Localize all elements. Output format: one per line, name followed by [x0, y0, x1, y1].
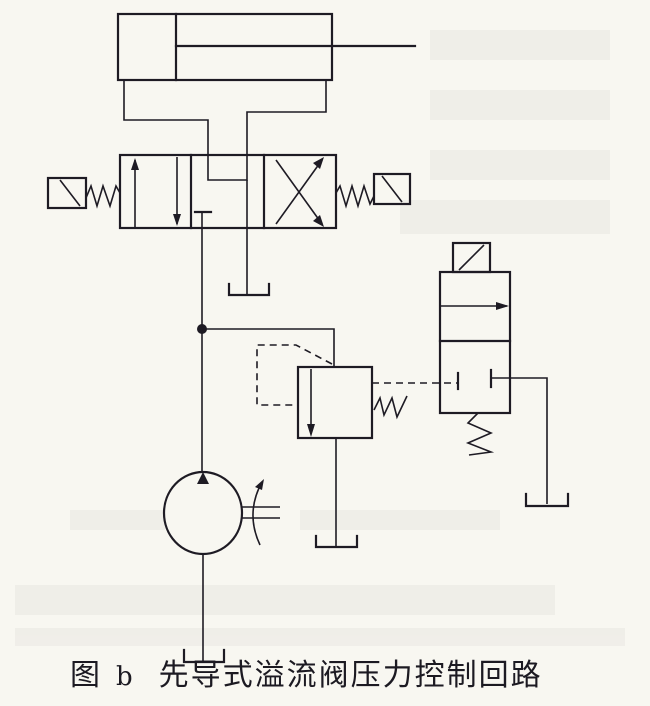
hydraulic-pump [162, 470, 280, 664]
figure-title: 先导式溢流阀压力控制回路 [158, 658, 543, 693]
tank-relief-valve [314, 534, 359, 549]
solenoid-2-2-valve [438, 241, 570, 508]
figure-label: 图 [70, 658, 102, 693]
tank-directional-valve [227, 228, 271, 297]
cylinder-ports-lines [123, 80, 327, 155]
hydraulic-cylinder [116, 12, 417, 82]
pressure-line [197, 213, 335, 472]
right-solenoid-actuator [335, 172, 412, 209]
tank-solenoid-valve [524, 492, 570, 508]
bleed-through-ghost [15, 30, 625, 646]
directional-valve [118, 153, 338, 230]
left-solenoid-actuator [46, 176, 121, 210]
figure-sub-label: b [116, 662, 135, 692]
pilot-relief-valve [256, 344, 458, 549]
tank-pump-suction [182, 648, 226, 664]
